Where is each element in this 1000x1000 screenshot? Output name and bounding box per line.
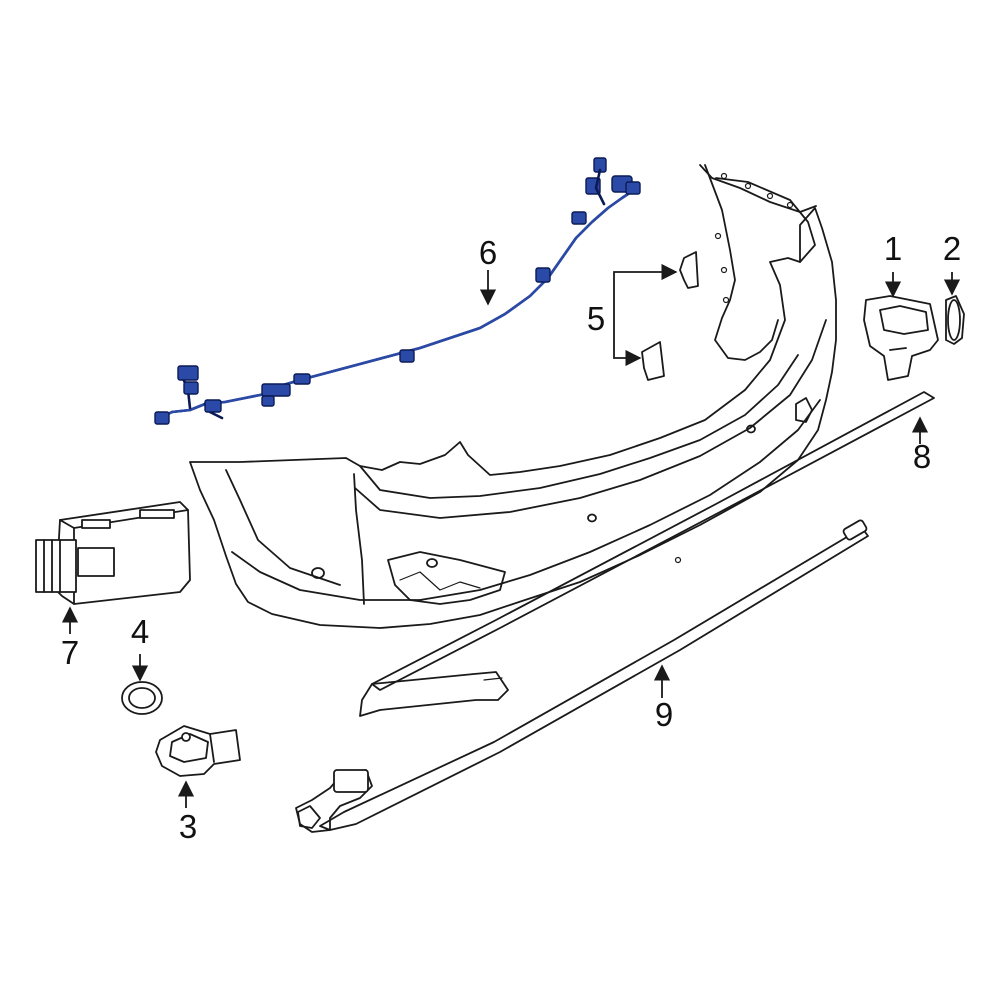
control-module-part-7	[35, 501, 191, 605]
bumper-cover	[189, 164, 837, 629]
brackets-part-5	[613, 251, 699, 381]
sensor-ring-part-4	[121, 681, 163, 715]
callout-labels: 1 2 3 4 5 6 7 8 9	[61, 230, 961, 845]
callout-9: 9	[655, 696, 673, 733]
callout-2: 2	[943, 230, 961, 267]
sensor-wire-part-9	[295, 519, 869, 833]
callout-8: 8	[913, 438, 931, 475]
callout-7: 7	[61, 634, 79, 671]
wiring-harness-part-6	[154, 157, 641, 425]
sensor-part-1	[863, 295, 939, 381]
callout-leaders	[61, 270, 961, 808]
trim-strip-part-8	[359, 391, 935, 717]
callout-4: 4	[131, 613, 149, 650]
callout-5: 5	[587, 300, 605, 337]
callout-3: 3	[179, 808, 197, 845]
sensor-ring-part-2	[945, 295, 965, 345]
sensor-part-3	[155, 725, 241, 777]
callout-6: 6	[479, 234, 497, 271]
callout-1: 1	[884, 230, 902, 267]
